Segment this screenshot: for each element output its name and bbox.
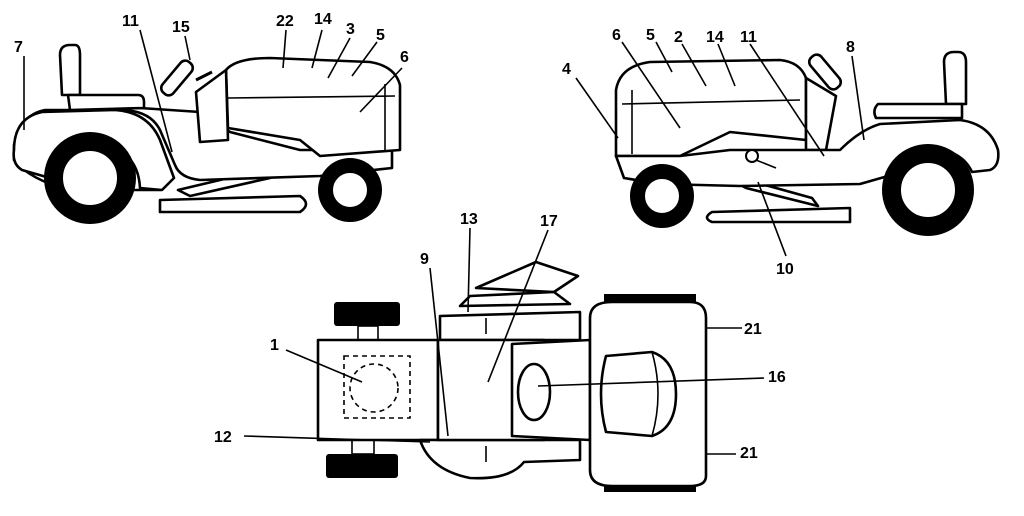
top-rear-axle-upper [357,325,379,341]
callout-5-right: 5 [646,27,655,44]
leader-16 [537,377,765,387]
right-hood-seam [621,99,801,105]
right-steering-wheel [807,53,843,91]
left-seat-back [58,43,82,97]
callout-1: 1 [270,337,279,354]
callout-21-upper: 21 [744,321,762,338]
leader-22 [282,29,287,69]
left-steering-wheel [159,59,195,97]
leader-4 [575,77,619,139]
top-headlight [516,362,552,422]
right-steering-knob-stem [755,159,777,169]
top-rear-wheel-lower [326,454,398,478]
left-seat-cushion [66,93,146,112]
leader-10 [757,181,787,257]
callout-9: 9 [420,251,429,268]
top-view: 13 17 9 1 12 21 16 21 [214,211,786,492]
callout-22: 22 [276,13,294,30]
leader-8 [851,55,865,141]
right-side-view: 6 5 2 14 11 8 4 10 [562,27,1000,278]
callout-17: 17 [540,213,558,230]
callout-4: 4 [562,61,571,78]
top-rear-wheel-upper [334,302,400,326]
callout-11-left: 11 [122,13,139,30]
left-rear-hub [61,149,119,207]
leader-6-right [621,41,681,129]
leader-11-left [139,29,173,153]
left-dash-tower [194,68,230,144]
top-steering-column [458,290,572,308]
top-front-wheel-upper [604,294,696,304]
callout-6-left: 6 [400,49,409,66]
leader-3 [327,37,351,79]
right-rear-hub [899,161,957,219]
right-seat-cushion [873,102,964,120]
callout-10: 10 [776,261,794,278]
right-steering-knob [745,149,759,163]
leader-14-right [717,43,736,87]
leader-2 [681,43,707,87]
right-seat-back [942,50,968,106]
callout-7: 7 [14,39,23,56]
right-mower-deck [705,206,852,224]
callout-11-right: 11 [740,29,757,46]
left-front-hub [331,171,369,209]
right-front-hub [643,177,681,215]
leader-12 [243,435,431,443]
left-mower-deck [158,194,308,214]
leader-5-right [655,41,673,73]
callout-15: 15 [172,19,190,36]
callout-14-left: 14 [314,11,332,28]
callout-3: 3 [346,21,355,38]
top-hood-grille [599,350,678,438]
callout-16: 16 [768,369,786,386]
leader-17 [487,229,549,383]
leader-15 [184,35,191,61]
left-steering-column [195,70,213,82]
top-seat-outline [343,355,411,419]
callout-12: 12 [214,429,232,446]
top-seat-circle [349,363,399,413]
left-hood-seam [227,95,396,99]
left-hood [224,56,402,158]
callout-14-right: 14 [706,29,724,46]
callout-5-left: 5 [376,27,385,44]
top-steering-wheel [474,260,580,294]
left-side-view: 7 11 15 22 14 3 5 6 [12,11,409,224]
leader-13 [467,227,471,313]
callout-8: 8 [846,39,855,56]
leader-1 [285,349,363,383]
callout-6-right: 6 [612,27,621,44]
leader-14-left [311,29,323,69]
callout-2: 2 [674,29,683,46]
top-fender-lower [418,438,582,480]
leader-9 [429,267,449,437]
callout-13: 13 [460,211,478,228]
leader-11-right [749,43,825,157]
top-hood-grille-inner [651,351,659,437]
callout-21-lower: 21 [740,445,758,462]
top-rear-deck [316,338,440,442]
leader-6-left [359,67,403,113]
leader-5-left [351,41,378,77]
